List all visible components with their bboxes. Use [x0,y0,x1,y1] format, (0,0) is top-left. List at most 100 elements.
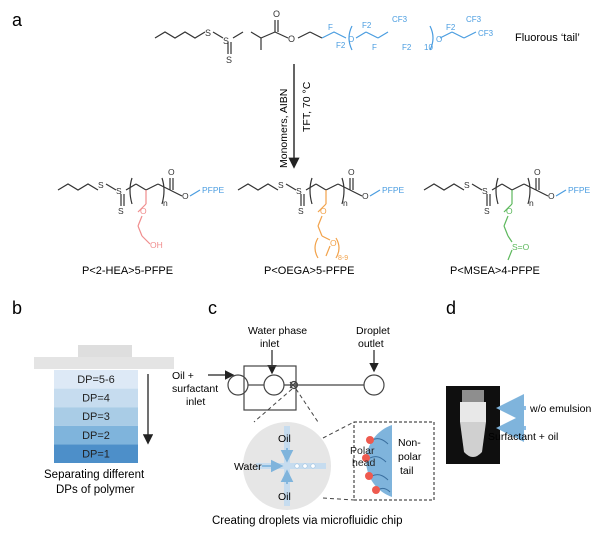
zoom-lines [253,388,355,501]
svg-text:O: O [362,191,369,201]
svg-text:S: S [226,55,232,65]
junction-water: Water [234,461,262,473]
pfpe-3: PFPE [568,185,591,195]
svg-text:O: O [436,35,442,44]
product-oega-structure [237,177,381,259]
dp-bands: DP=5-6DP=4DP=3DP=2DP=1 [54,370,138,463]
svg-text:O: O [534,167,541,177]
sulfoxide-label: S=O [512,242,530,252]
n-label-1: n [163,198,168,208]
svg-text:O: O [348,35,354,44]
product-oega-labels: S S S O O n O O 8-9 PFPE [278,167,405,262]
water-inlet-label-1: Water phase [248,325,307,337]
junction-oil-bottom: Oil [278,491,291,503]
tail-f2-a: F2 [336,41,346,50]
dp-band-label: DP=2 [82,430,110,442]
pfpe-2: PFPE [382,185,405,195]
panel-label-b: b [12,298,22,318]
product-msea-structure [423,177,567,261]
b-caption-line1: Separating different [44,469,145,481]
polymer-label-oega: P<OEGA>5-PFPE [264,265,354,277]
tail-f2-c: F2 [402,43,412,52]
svg-text:O: O [182,191,189,201]
nonpolar-label-2: polar [398,451,422,463]
vial-photo [446,386,500,464]
emulsion-label: w/o emulsion [529,403,591,415]
svg-text:O: O [140,206,147,216]
svg-text:O: O [288,34,295,44]
column-body [34,345,174,369]
svg-text:S: S [484,206,490,216]
tail-f-a: F [328,23,333,32]
tail-cf3-c: CF3 [478,29,494,38]
product-hea-labels: S S S O O n O OH PFPE [98,167,225,250]
dp-band-label: DP=5-6 [77,374,115,386]
svg-text:S: S [464,180,470,190]
dp-band [54,388,138,408]
dp-band-label: DP=3 [82,411,110,423]
svg-text:S: S [223,36,229,46]
n-label-2: n [343,198,348,208]
panel-label-a: a [12,10,23,30]
dp-band [54,425,138,445]
svg-text:S: S [296,186,302,196]
svg-text:S: S [298,206,304,216]
dp-band [54,407,138,426]
droplet-outlet-label-1: Droplet [356,325,390,337]
water-inlet-label-2: inlet [260,338,279,350]
svg-text:O: O [506,206,513,216]
oil-inlet-label-2: surfactant [172,383,218,395]
svg-text:S: S [205,28,211,38]
product-hea-structure [57,177,201,245]
tail-f2-b: F2 [362,21,372,30]
svg-text:O: O [348,167,355,177]
n-label-3: n [529,198,534,208]
svg-text:S: S [278,180,284,190]
b-caption-line2: DPs of polymer [56,484,135,496]
dp-band-label: DP=4 [82,393,110,405]
droplet-outlet-label-2: outlet [358,338,384,350]
fluorous-chain [321,25,477,51]
svg-text:S: S [118,206,124,216]
raft-atom-labels: S S S O O [205,9,295,65]
fluorous-tail-label: Fluorous ‘tail’ [515,32,580,44]
polymer-label-hea: P<2-HEA>5-PFPE [82,265,173,277]
svg-text:O: O [320,206,327,216]
fluorous-atom-labels: F F2 O F2 F CF3 F2 10 O F2 CF3 CF3 [328,15,494,52]
junction-oil-top: Oil [278,433,291,445]
microfluidic-chip [208,350,385,411]
product-msea-labels: S S S O O n O S=O PFPE [464,167,591,252]
raft-fluorous-structure [154,20,323,54]
condition-tft: TFT, 70 °C [301,81,313,132]
svg-text:S: S [116,186,122,196]
condition-monomers: Monomers, AIBN [278,89,290,168]
oil-inlet-label-1: Oil + [172,370,194,382]
dp-band-label: DP=1 [82,448,110,460]
svg-text:S: S [98,180,104,190]
svg-text:O: O [548,191,555,201]
svg-text:S: S [482,186,488,196]
dp-band [54,370,138,389]
svg-text:O: O [330,238,337,248]
tail-repeat: 10 [424,43,433,52]
svg-text:O: O [168,167,175,177]
oega-repeat: 8-9 [338,255,348,262]
tail-cf3-b: CF3 [466,15,482,24]
tail-f2-d: F2 [446,23,456,32]
pfpe-1: PFPE [202,185,225,195]
c-caption: Creating droplets via microfluidic chip [212,515,402,527]
panel-label-c: c [208,298,217,318]
junction-zoom [243,422,331,510]
nonpolar-label-1: Non- [398,437,421,449]
panel-label-d: d [446,298,456,318]
surfactant-oil-label: Surfactant + oil [488,431,558,443]
oh-label: OH [150,240,163,250]
tail-cf3-a: CF3 [392,15,408,24]
droplet-detail [353,421,435,501]
svg-text:O: O [273,9,280,19]
polar-head-label-2: head [352,457,376,469]
polymer-label-msea: P<MSEA>4-PFPE [450,265,540,277]
polar-head-label-1: Polar [350,445,375,457]
tail-f-b: F [372,43,377,52]
